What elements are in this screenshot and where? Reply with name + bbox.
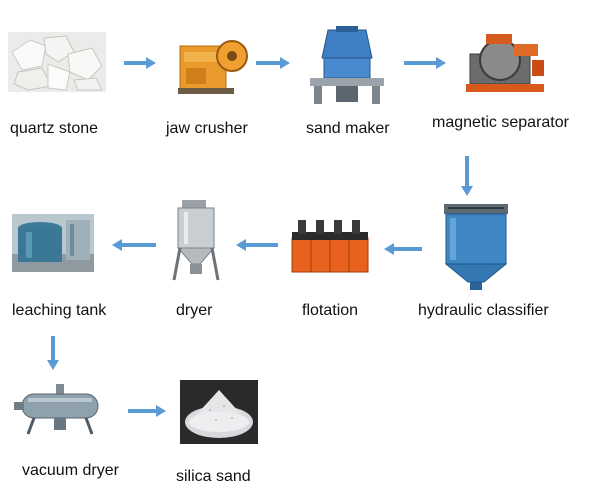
- node-label-sand-maker: sand maker: [306, 120, 390, 137]
- node-label-jaw-crusher: jaw crusher: [166, 120, 248, 137]
- leaching-tank-icon: [12, 214, 94, 272]
- node-label-quartz-stone: quartz stone: [10, 120, 99, 137]
- arrow-sand-to-magnetic: [404, 57, 446, 69]
- arrow-vacuum-to-silica: [128, 405, 166, 417]
- arrow-magnetic-to-classifier: [461, 156, 473, 196]
- node-label-hydraulic-classifier: hydraulic classifier: [418, 302, 549, 319]
- arrow-jaw-to-sand: [256, 57, 290, 69]
- arrow-quartz-to-jaw: [124, 57, 156, 69]
- node-label-silica-sand: silica sand: [176, 468, 251, 485]
- node-label-flotation: flotation: [302, 302, 359, 319]
- node-label-magnetic-separator: magnetic separator: [432, 114, 569, 131]
- hydraulic-classifier-icon: [444, 204, 508, 290]
- vacuum-dryer-icon: [14, 384, 99, 435]
- node-label-dryer: dryer: [176, 302, 213, 319]
- node-label-vacuum-dryer: vacuum dryer: [22, 462, 119, 479]
- flotation-icon: [291, 220, 369, 273]
- silica-sand-icon: [180, 380, 258, 444]
- arrow-flotation-to-dryer: [236, 239, 278, 251]
- arrow-dryer-to-leaching: [112, 239, 156, 251]
- dryer-icon: [172, 200, 220, 281]
- arrow-leaching-to-vacuum: [47, 336, 59, 370]
- arrow-classifier-to-flotation: [384, 243, 422, 255]
- quartz-stone-icon: [8, 32, 106, 92]
- jaw-crusher-icon: [178, 40, 248, 94]
- node-label-leaching-tank: leaching tank: [12, 302, 107, 319]
- magnetic-separator-icon: [466, 34, 544, 92]
- sand-maker-icon: [310, 26, 384, 104]
